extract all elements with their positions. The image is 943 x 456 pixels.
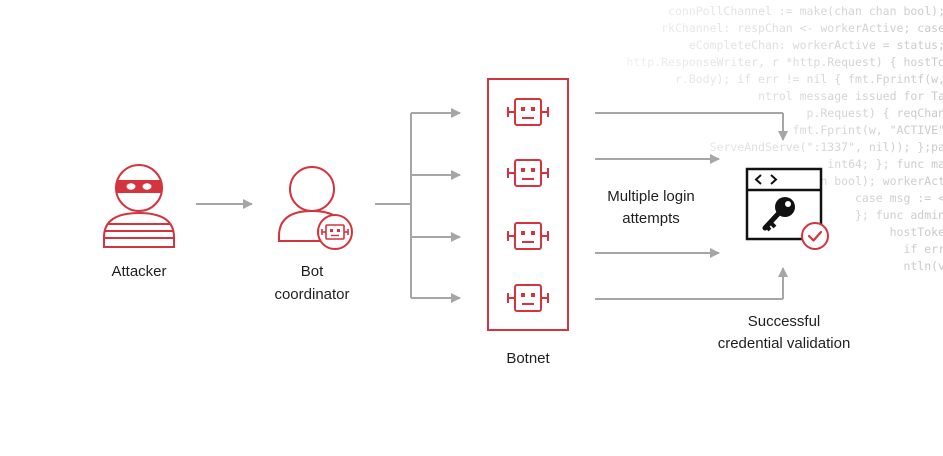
bot-coordinator-label-line2: coordinator bbox=[274, 286, 350, 303]
botnet-box bbox=[487, 78, 569, 331]
login-attempts-label: Multiple login attempts bbox=[586, 186, 716, 230]
masked-person-icon bbox=[103, 164, 175, 248]
login-attempt-arrows bbox=[595, 112, 788, 300]
attacker-label: Attacker bbox=[111, 263, 167, 280]
login-attempts-label-line1: Multiple login bbox=[607, 188, 695, 205]
fan-out-arrows bbox=[375, 108, 461, 303]
login-attempts-label-line2: attempts bbox=[622, 210, 680, 227]
bot-coordinator-label-line1: Bot bbox=[300, 263, 324, 280]
validation-label-line2: credential validation bbox=[717, 335, 851, 352]
person-with-bot-badge-icon bbox=[278, 166, 353, 250]
bot-coordinator-label: Bot coordinator bbox=[252, 260, 372, 306]
browser-window-key-icon bbox=[745, 167, 823, 241]
validation-label-line1: Successful bbox=[747, 313, 821, 330]
check-badge-icon bbox=[801, 222, 829, 250]
validation-label: Successful credential validation bbox=[684, 311, 884, 355]
botnet-label: Botnet bbox=[506, 350, 550, 367]
